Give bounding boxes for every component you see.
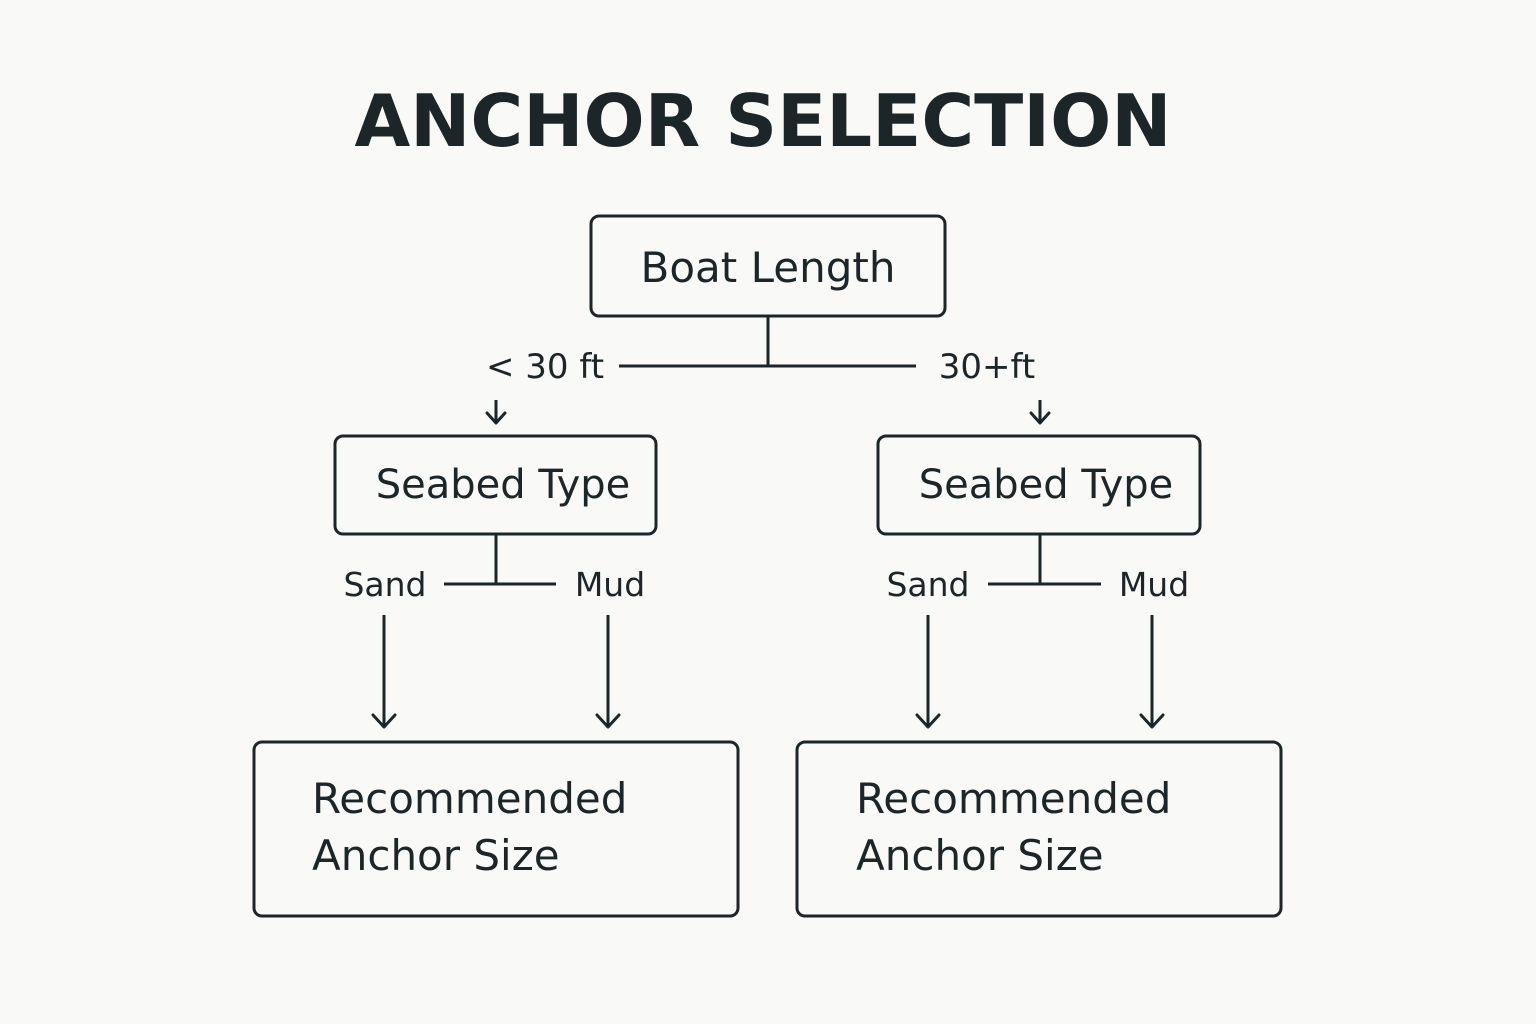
arrowhead-icon [915, 713, 941, 729]
arrowhead-icon [485, 411, 507, 425]
seabed-node-right: Seabed Type [876, 434, 1202, 536]
root-connectors [619, 316, 916, 368]
result-node-right-box [795, 740, 1283, 918]
arrow-right-sand [915, 615, 941, 729]
seabed-node-left: Seabed Type [333, 434, 658, 536]
arrowhead-icon [371, 713, 397, 729]
result-node-right-line-1: Recommended [856, 774, 1171, 823]
option-left-mud: Mud [575, 565, 645, 604]
condition-arrow-left [485, 400, 507, 425]
result-node-left-line-2: Anchor Size [312, 831, 560, 880]
root-node: Boat Length [589, 214, 947, 318]
condition-arrow-right [1029, 400, 1051, 425]
arrowhead-icon [1139, 713, 1165, 729]
result-node-left-box [252, 740, 740, 918]
result-node-right-line-2: Anchor Size [856, 831, 1104, 880]
arrowhead-icon [595, 713, 621, 729]
branch-condition-left: < 30 ft [486, 347, 604, 387]
arrow-right-mud [1139, 615, 1165, 729]
seabed-connectors-right [988, 534, 1101, 586]
result-node-right: Recommended Anchor Size [795, 740, 1283, 918]
option-right-mud: Mud [1119, 565, 1189, 604]
option-left-sand: Sand [343, 565, 426, 604]
diagram-title: ANCHOR SELECTION [354, 79, 1171, 163]
arrow-left-sand [371, 615, 397, 729]
root-node-label: Boat Length [641, 243, 896, 292]
seabed-node-right-label: Seabed Type [919, 462, 1174, 508]
result-node-left: Recommended Anchor Size [252, 740, 740, 918]
branch-condition-right: 30+ft [939, 347, 1035, 387]
seabed-node-left-label: Seabed Type [376, 462, 631, 508]
result-node-left-line-1: Recommended [312, 774, 627, 823]
seabed-connectors-left [444, 534, 556, 586]
arrowhead-icon [1029, 411, 1051, 425]
option-right-sand: Sand [886, 565, 969, 604]
arrow-left-mud [595, 615, 621, 729]
